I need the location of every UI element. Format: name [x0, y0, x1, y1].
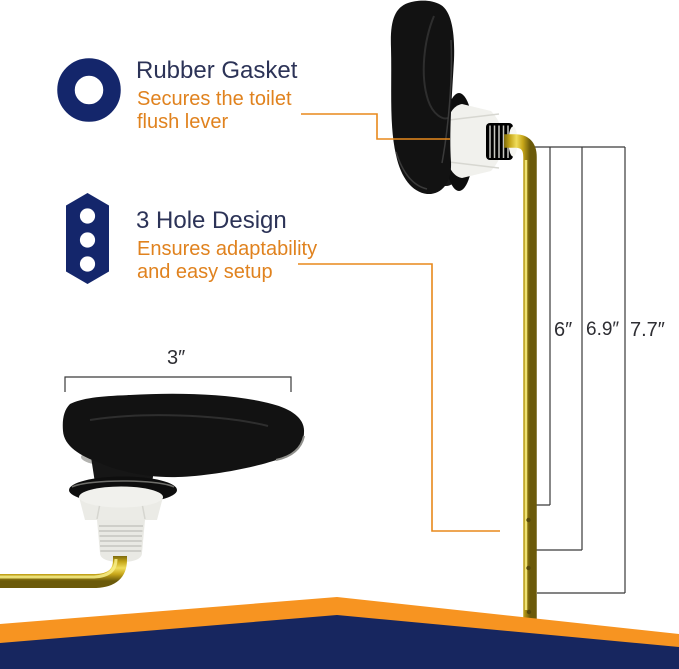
thread-ridges-bottom [99, 525, 143, 552]
feature-title-rubber-gasket: Rubber Gasket [136, 57, 298, 84]
dimension-label-7-7in: 7.7″ [630, 319, 665, 341]
feature-title-3-hole: 3 Hole Design [136, 207, 287, 234]
brass-lever-arm-bottom [0, 556, 127, 588]
brass-lever-arm [504, 134, 537, 620]
hex-nut-facet-lines [448, 113, 500, 169]
dimension-label-3in: 3″ [167, 347, 186, 369]
hole-icon-holes [79, 208, 96, 272]
handle-scoop-ridge [422, 15, 449, 120]
three-hole-icon [66, 193, 110, 290]
callout-rubber-gasket [301, 113, 450, 140]
feature-desc-rubber-gasket: Secures the toilet flush lever [137, 88, 292, 134]
lever-bottom-view [0, 393, 305, 588]
dimension-label-6in: 6″ [554, 319, 573, 341]
feature-desc-line: Secures the toilet [137, 88, 292, 110]
hex-nut-top-face [79, 486, 163, 508]
feature-desc-line: flush lever [137, 111, 229, 133]
brass-highlight-bottom [0, 558, 118, 579]
handle-rim-highlight [395, 39, 453, 190]
dimension-line-6-9in [535, 147, 583, 551]
callout-3-hole [298, 263, 500, 532]
handle-body-bottom [62, 393, 305, 478]
rubber-gasket-icon [57, 58, 121, 127]
lever-arm-holes [526, 517, 532, 615]
feature-desc-3-hole: Ensures adaptability and easy setup [137, 238, 317, 284]
feature-desc-line: and easy setup [137, 261, 273, 283]
dimension-label-6-9in: 6.9″ [586, 319, 620, 340]
handle-top-crease [89, 414, 269, 427]
lever-side-view [390, 0, 537, 620]
ring-icon-shape [57, 58, 121, 122]
handle-nose-rim-highlight [275, 435, 305, 461]
dimension-bracket-3in [64, 376, 292, 392]
flange-rim-highlight [71, 480, 175, 488]
feature-desc-line: Ensures adaptability [137, 238, 318, 260]
thread-ridges [489, 125, 509, 158]
callout-lines [298, 113, 500, 532]
bottom-stripe-navy [0, 615, 679, 669]
dimension-line-7-7in [537, 147, 626, 594]
handle-body-side [390, 0, 455, 195]
